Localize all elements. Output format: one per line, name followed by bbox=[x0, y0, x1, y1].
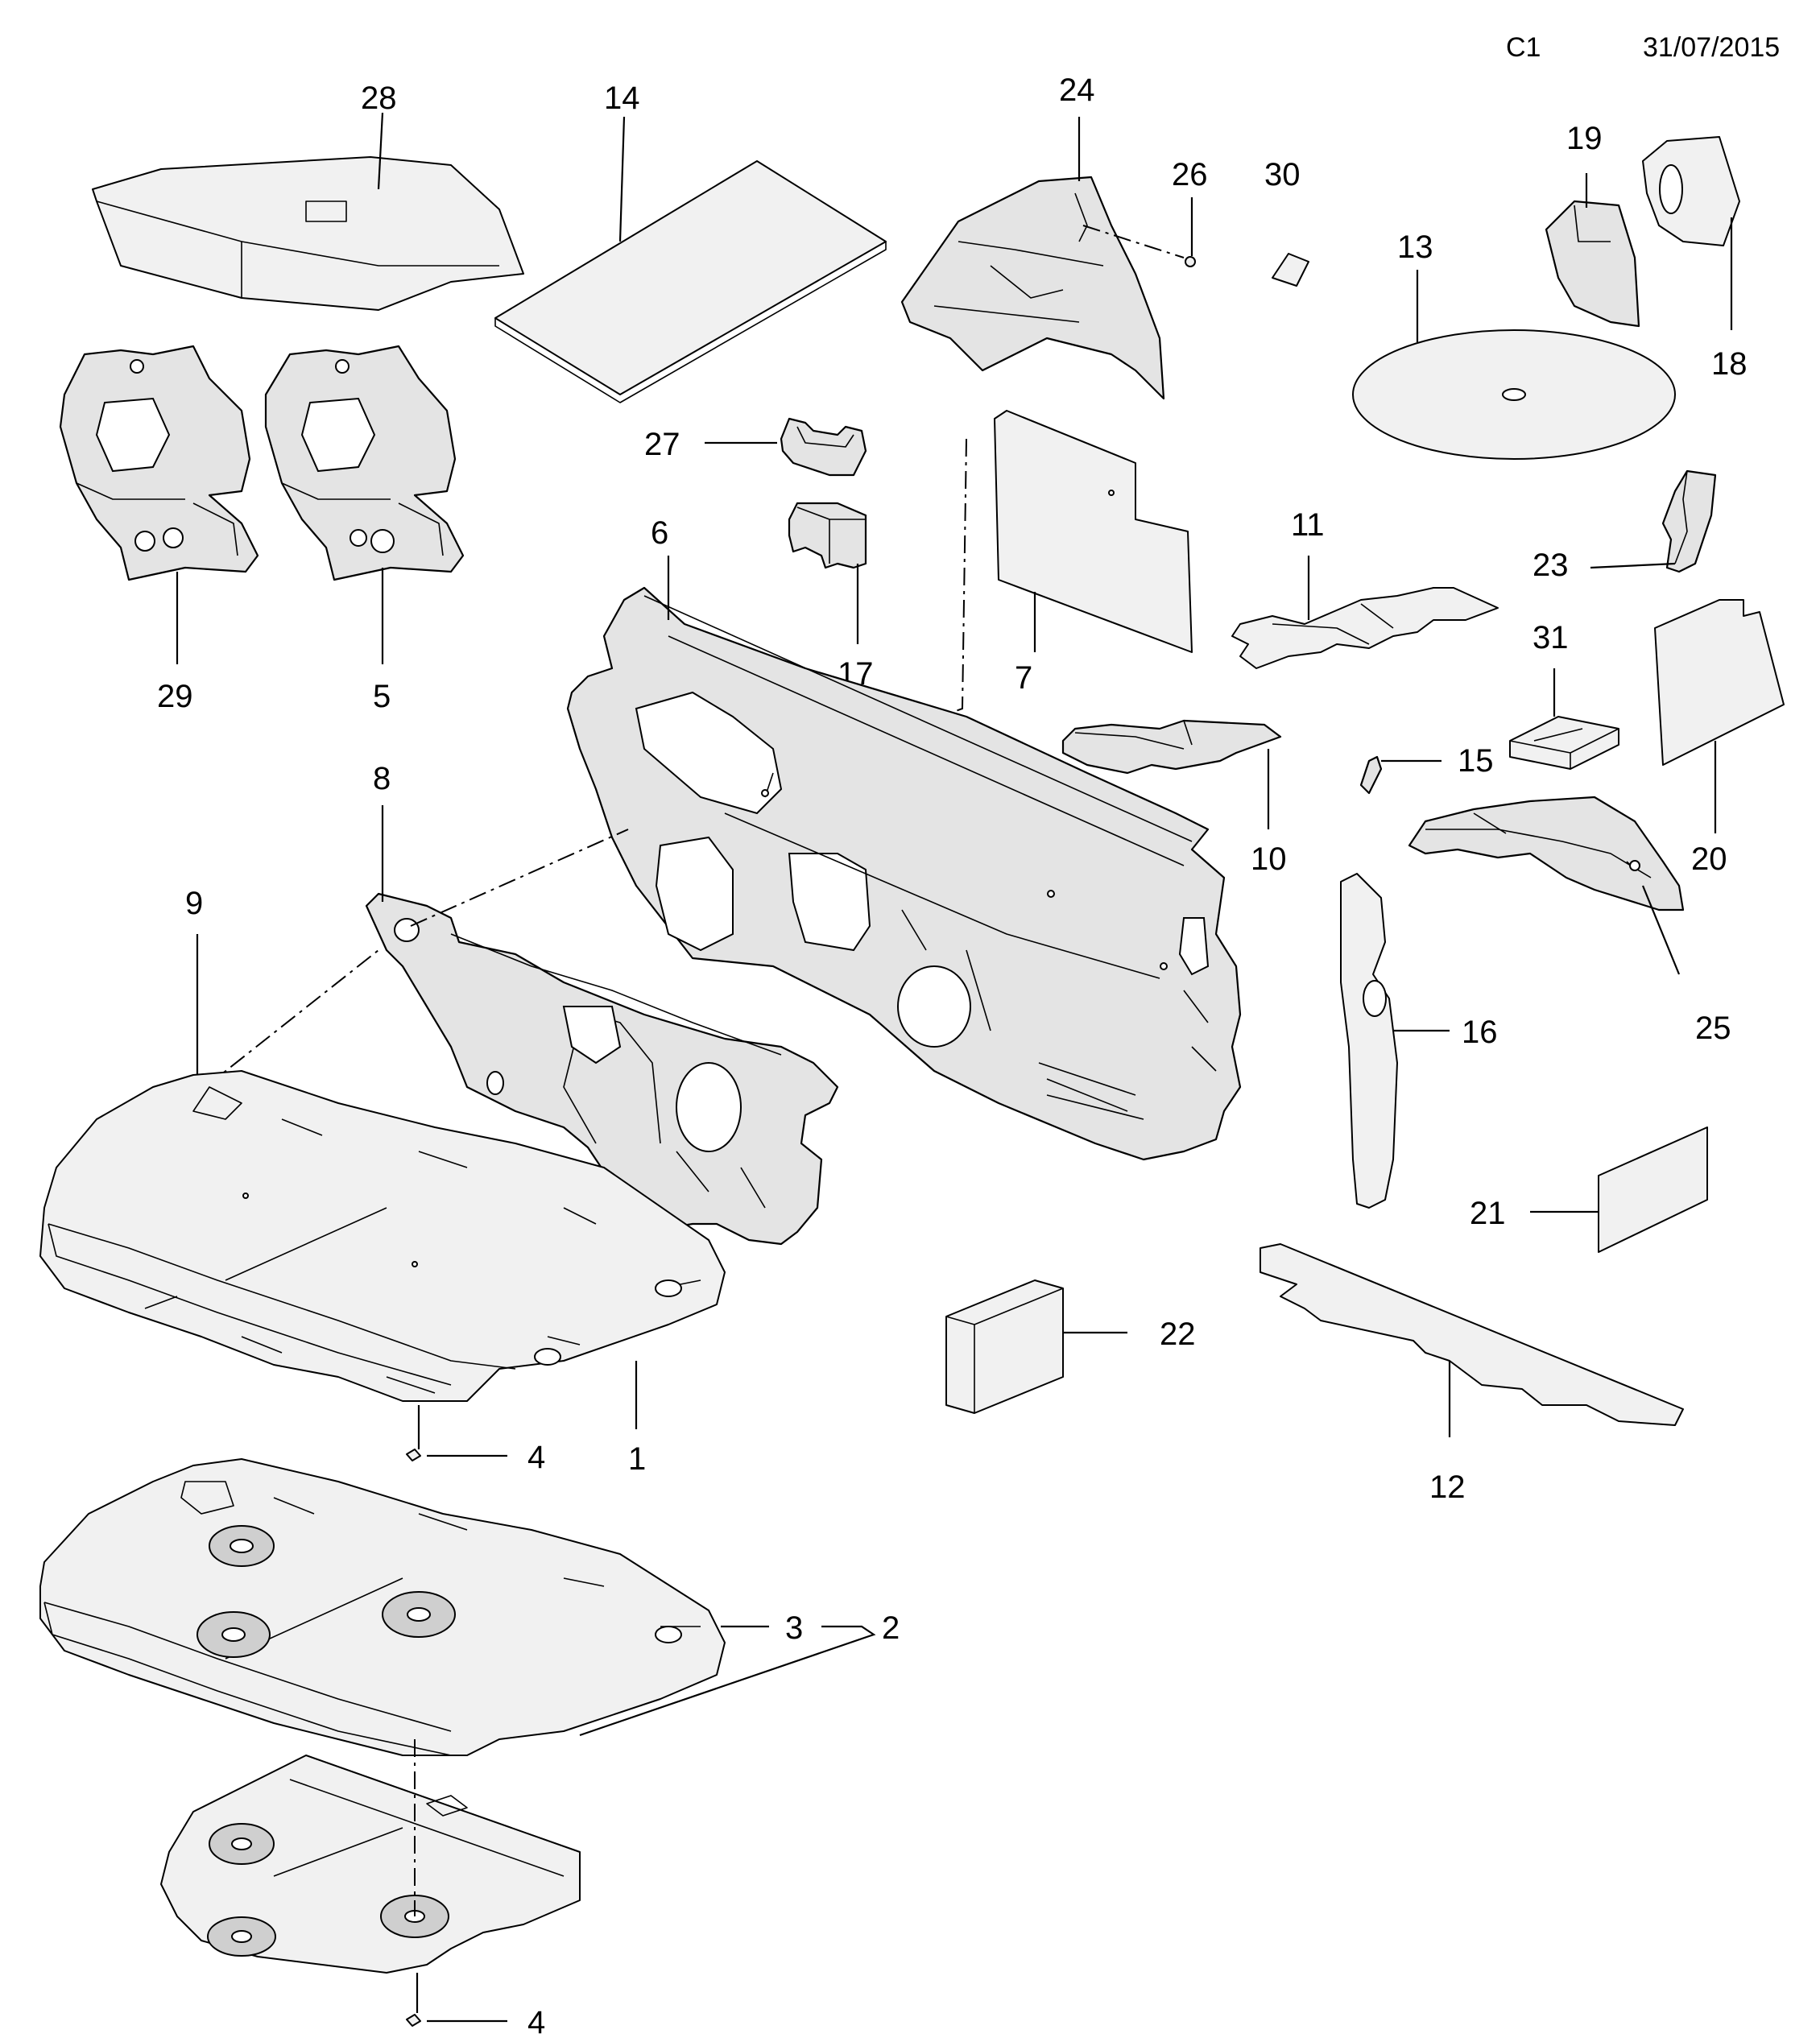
callout-31: 31 bbox=[1533, 620, 1569, 655]
part-2-shield[interactable] bbox=[160, 1755, 581, 1974]
part-14-flat-mat[interactable] bbox=[494, 160, 887, 403]
callout-5: 5 bbox=[373, 679, 391, 714]
callout-4-lower: 4 bbox=[527, 2005, 545, 2040]
part-16-strip[interactable] bbox=[1340, 873, 1398, 1209]
part-19-block[interactable] bbox=[1545, 200, 1640, 328]
callout-2: 2 bbox=[882, 1610, 900, 1646]
part-3-hood-insulation[interactable] bbox=[39, 1458, 726, 1756]
part-27-bracket[interactable] bbox=[780, 417, 867, 477]
part-21-flat-panel[interactable] bbox=[1598, 1126, 1708, 1253]
callout-26: 26 bbox=[1172, 157, 1208, 192]
part-13-round-mat[interactable] bbox=[1352, 329, 1676, 460]
leader-28 bbox=[377, 112, 384, 190]
part-20-flat-panel[interactable] bbox=[1654, 599, 1785, 766]
callout-30: 30 bbox=[1264, 157, 1301, 192]
part-7-flat-panel[interactable] bbox=[994, 410, 1193, 653]
leader-25 bbox=[1641, 885, 1681, 975]
callout-12: 12 bbox=[1429, 1469, 1466, 1505]
diagram-code: C1 bbox=[1506, 32, 1541, 63]
callout-14: 14 bbox=[604, 81, 640, 116]
part-26-clip[interactable] bbox=[1185, 256, 1196, 267]
part-6-bulkhead-insulation[interactable] bbox=[566, 586, 1242, 1161]
leader-9-dash bbox=[205, 949, 379, 1088]
callout-7: 7 bbox=[1015, 660, 1032, 696]
part-30-pad[interactable] bbox=[1272, 253, 1309, 287]
callout-6: 6 bbox=[651, 515, 668, 551]
callout-22: 22 bbox=[1160, 1317, 1196, 1352]
part-23-wedge[interactable] bbox=[1661, 469, 1717, 573]
part-29-insulation[interactable] bbox=[59, 345, 259, 581]
callout-28: 28 bbox=[361, 81, 397, 116]
part-31-block[interactable] bbox=[1509, 716, 1619, 770]
part-28-shelf-board[interactable] bbox=[92, 156, 524, 311]
callout-11: 11 bbox=[1291, 507, 1325, 543]
callout-23: 23 bbox=[1533, 548, 1569, 583]
callout-1: 1 bbox=[628, 1441, 646, 1477]
part-5-insulation[interactable] bbox=[264, 345, 465, 581]
callout-10: 10 bbox=[1251, 841, 1287, 877]
leader-2 bbox=[579, 1625, 876, 1737]
callout-15: 15 bbox=[1458, 743, 1494, 779]
callout-16: 16 bbox=[1462, 1015, 1498, 1050]
part-4-clip-lower[interactable] bbox=[406, 2014, 421, 2027]
callout-19: 19 bbox=[1566, 121, 1603, 156]
callout-4-upper: 4 bbox=[527, 1440, 545, 1475]
part-18-pad[interactable] bbox=[1642, 136, 1740, 246]
part-1-hood-insulation[interactable] bbox=[39, 1070, 726, 1402]
part-4-clip-upper[interactable] bbox=[406, 1449, 421, 1461]
leader-7-dash bbox=[885, 438, 967, 738]
part-22-block[interactable] bbox=[945, 1279, 1064, 1414]
callout-9: 9 bbox=[185, 886, 203, 921]
part-15-clip[interactable] bbox=[1359, 755, 1383, 795]
part-17-bracket[interactable] bbox=[788, 502, 867, 569]
leader-8-dash bbox=[410, 829, 629, 927]
callout-21: 21 bbox=[1470, 1196, 1506, 1231]
callout-3: 3 bbox=[785, 1610, 803, 1646]
callout-18: 18 bbox=[1711, 346, 1748, 382]
callout-24: 24 bbox=[1059, 72, 1095, 108]
part-8-dash-insulation[interactable] bbox=[365, 892, 839, 1246]
callout-25: 25 bbox=[1695, 1011, 1731, 1046]
callout-27: 27 bbox=[644, 427, 680, 462]
part-10-duct-insulation[interactable] bbox=[1061, 719, 1282, 775]
callout-20: 20 bbox=[1691, 841, 1727, 877]
leader-26-dash bbox=[1082, 225, 1185, 258]
callout-29: 29 bbox=[157, 679, 193, 714]
diagram-date: 31/07/2015 bbox=[1643, 32, 1780, 63]
leader-23 bbox=[1590, 562, 1676, 569]
callout-13: 13 bbox=[1397, 229, 1433, 265]
part-24-side-insulation[interactable] bbox=[900, 176, 1165, 400]
part-12-long-strip[interactable] bbox=[1260, 1243, 1684, 1426]
part-11-floor-pad[interactable] bbox=[1231, 587, 1499, 669]
callout-8: 8 bbox=[373, 761, 391, 796]
leader-14 bbox=[618, 116, 626, 242]
part-25-wheelarch-insulation[interactable] bbox=[1408, 796, 1685, 911]
